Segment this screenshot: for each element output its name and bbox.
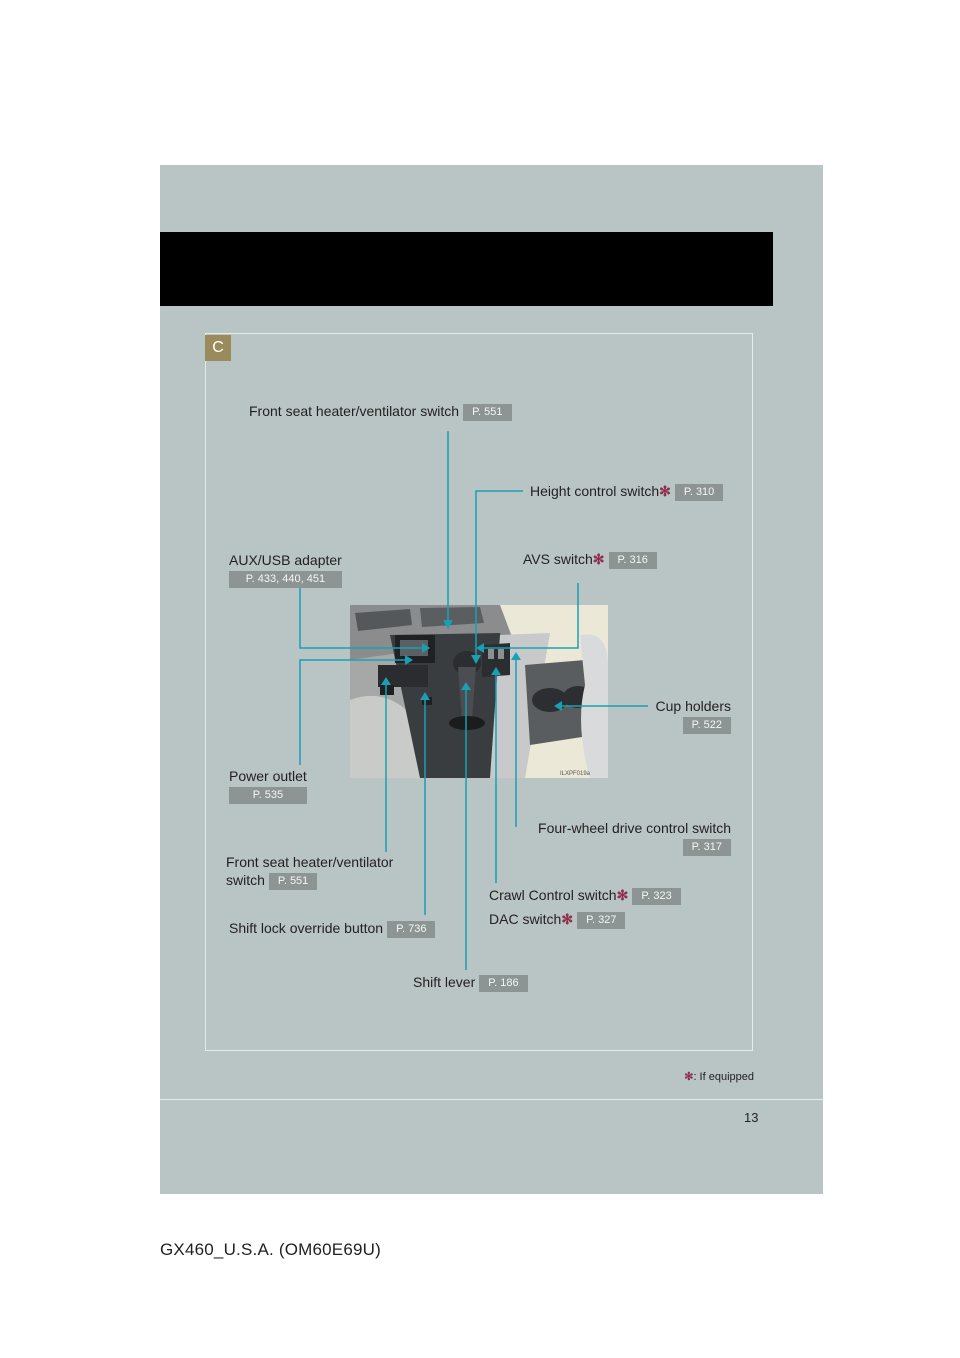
callout-power-outlet: Power outlet P. 535 bbox=[229, 767, 307, 804]
if-equipped-mark: ✻ bbox=[561, 911, 574, 927]
if-equipped-mark: ✻ bbox=[592, 551, 605, 567]
page-ref-badge[interactable]: P. 316 bbox=[608, 551, 657, 569]
page-ref-badge[interactable]: P. 535 bbox=[229, 787, 307, 804]
callout-aux-usb: AUX/USB adapter P. 433, 440, 451 bbox=[229, 551, 342, 588]
callout-avs: AVS switch✻P. 316 bbox=[523, 550, 657, 569]
page-ref-badge[interactable]: P. 327 bbox=[577, 911, 626, 929]
section-header-bar bbox=[160, 232, 773, 306]
callout-dac: DAC switch✻P. 327 bbox=[489, 910, 626, 929]
illustration-frame bbox=[205, 333, 753, 1051]
photo-code: ILXPF019a bbox=[560, 771, 591, 777]
callout-four-wheel-drive: Four-wheel drive control switch P. 317 bbox=[538, 819, 731, 856]
page-ref-badge[interactable]: P. 310 bbox=[674, 483, 724, 501]
if-equipped-mark: ✻ bbox=[659, 483, 671, 499]
page-ref-badge[interactable]: P. 433, 440, 451 bbox=[229, 571, 342, 588]
page-ref-badge[interactable]: P. 323 bbox=[632, 887, 681, 905]
callout-height-control: Height control switch✻P. 310 bbox=[530, 482, 724, 501]
page-ref-badge[interactable]: P. 522 bbox=[682, 717, 731, 734]
document-code: GX460_U.S.A. (OM60E69U) bbox=[160, 1240, 381, 1259]
callout-cup-holders: Cup holders P. 522 bbox=[656, 697, 731, 734]
page-ref-badge[interactable]: P. 317 bbox=[682, 839, 731, 856]
page-ref-badge[interactable]: P. 551 bbox=[268, 872, 318, 890]
section-tab: C bbox=[205, 335, 231, 361]
callout-crawl-control: Crawl Control switch✻P. 323 bbox=[489, 886, 681, 905]
page-ref-badge[interactable]: P. 186 bbox=[479, 974, 528, 992]
footnote-if-equipped: ✻: If equipped bbox=[684, 1071, 754, 1083]
center-console-photo: ILXPF019a bbox=[350, 605, 608, 778]
page-ref-badge[interactable]: P. 736 bbox=[387, 920, 436, 938]
footer-divider bbox=[160, 1099, 823, 1100]
console-illustration: ILXPF019a bbox=[350, 605, 608, 778]
if-equipped-mark: ✻ bbox=[616, 887, 629, 903]
page-ref-badge[interactable]: P. 551 bbox=[463, 403, 512, 421]
page-number: 13 bbox=[744, 1110, 759, 1125]
